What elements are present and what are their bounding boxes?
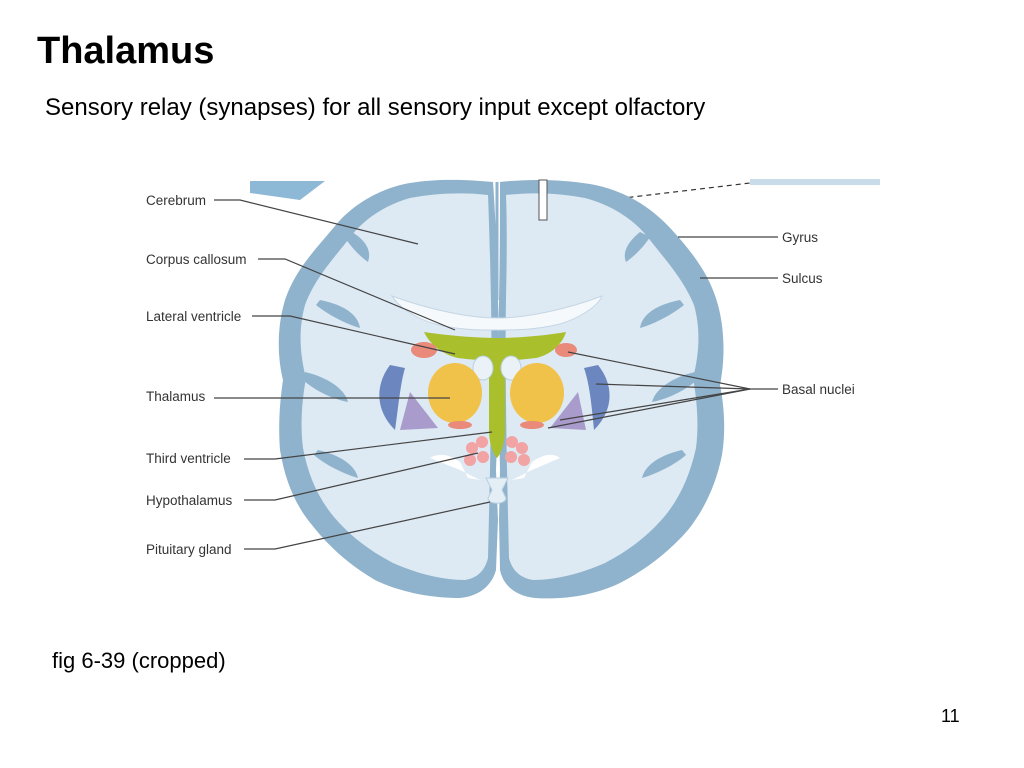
label-basal-nuclei: Basal nuclei	[782, 382, 855, 397]
lateral-ventricle-shape	[424, 332, 566, 458]
page-number: 11	[941, 706, 960, 726]
label-sulcus: Sulcus	[782, 271, 823, 286]
right-thalamus	[510, 363, 564, 423]
left-red-nucleus	[411, 342, 437, 358]
left-thalamus	[428, 363, 482, 423]
corpus-callosum-shape	[390, 295, 603, 331]
dashed-pointer	[547, 182, 751, 208]
right-putamen	[584, 365, 610, 430]
label-thalamus: Thalamus	[146, 389, 206, 404]
label-third-ventricle: Third ventricle	[146, 451, 231, 466]
figure-caption: fig 6-39 (cropped)	[52, 648, 226, 673]
right-globus-pallidus	[550, 392, 586, 430]
pituitary-shape	[485, 477, 509, 504]
longitudinal-fissure	[538, 179, 548, 221]
label-lateral-ventricle: Lateral ventricle	[146, 309, 241, 324]
label-pituitary-gland: Pituitary gland	[146, 542, 232, 557]
leader-lines	[214, 199, 778, 550]
slide-title: Thalamus	[37, 30, 215, 72]
label-cerebrum: Cerebrum	[146, 193, 206, 208]
fornix	[472, 355, 494, 381]
label-corpus-callosum: Corpus callosum	[146, 252, 247, 267]
label-hypothalamus: Hypothalamus	[146, 493, 233, 508]
left-globus-pallidus	[400, 392, 438, 430]
hypothalamus-shape	[464, 436, 530, 466]
label-gyrus: Gyrus	[782, 230, 818, 245]
right-red-nucleus	[555, 343, 577, 357]
slide-subtitle: Sensory relay (synapses) for all sensory…	[45, 94, 706, 121]
top-right-strip	[750, 179, 880, 185]
top-left-strip	[250, 181, 325, 200]
